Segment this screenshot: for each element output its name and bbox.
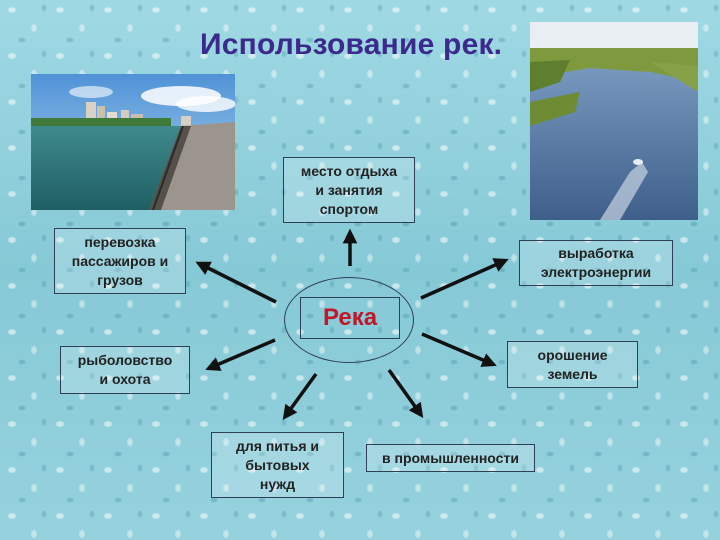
slide-title: Использование рек. bbox=[200, 28, 503, 61]
node-irrigation: орошение земель bbox=[507, 341, 638, 388]
river-boat-photo bbox=[530, 22, 698, 220]
node-drinking: для питья и бытовых нужд bbox=[211, 432, 344, 498]
arrow-upper-right bbox=[420, 258, 509, 300]
node-recreation: место отдыха и занятия спортом bbox=[283, 157, 415, 223]
arrow-right bbox=[421, 332, 497, 367]
arrow-lower-right bbox=[387, 368, 424, 418]
center-node-river: Река bbox=[300, 297, 400, 339]
node-fishing: рыболовство и охота bbox=[60, 346, 190, 394]
node-electricity: выработка электроэнергии bbox=[519, 240, 673, 286]
arrow-left bbox=[205, 338, 276, 371]
node-industry: в промышленности bbox=[366, 444, 535, 472]
city-river-photo bbox=[31, 74, 235, 210]
center-ellipse bbox=[284, 277, 414, 363]
arrow-upper-left bbox=[195, 261, 277, 304]
arrow-lower-left bbox=[282, 372, 318, 420]
node-transport: перевозка пассажиров и грузов bbox=[54, 228, 186, 294]
